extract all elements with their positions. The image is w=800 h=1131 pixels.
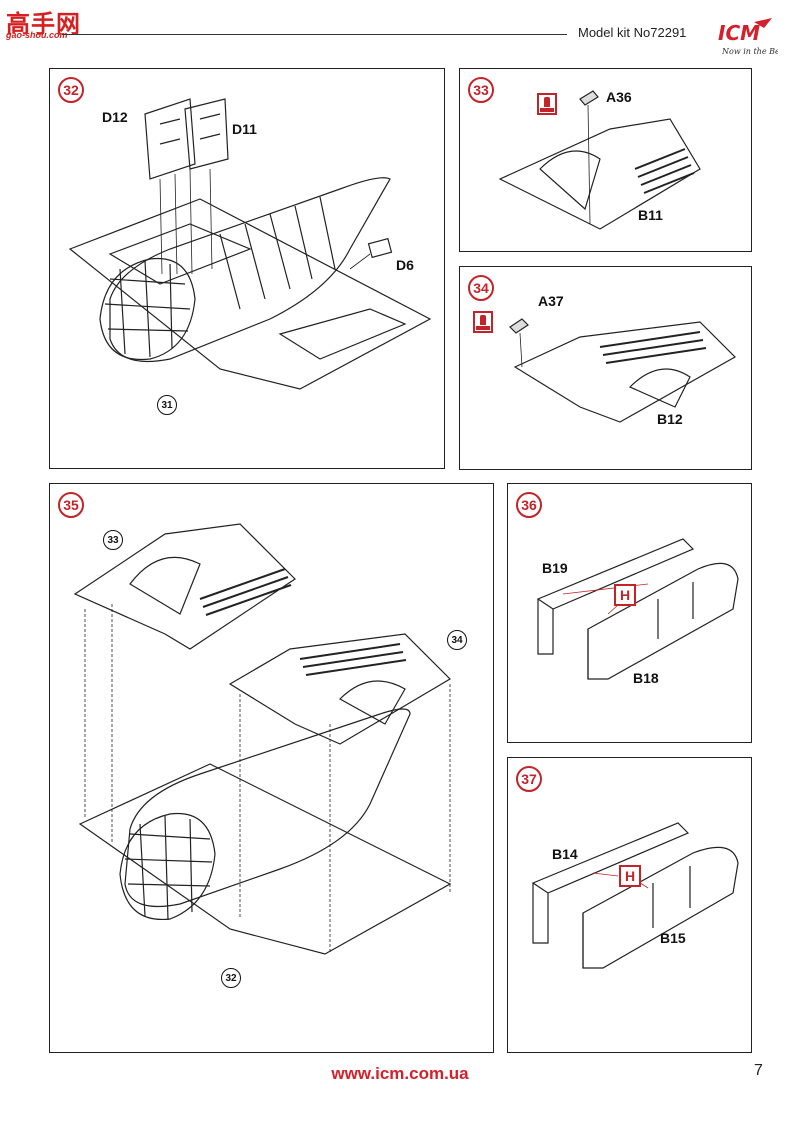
part-label-d6: D6 — [396, 257, 414, 273]
part-label-b14: B14 — [552, 846, 578, 862]
watermark-subtext: gao-shou.com — [6, 30, 68, 40]
star-icon — [754, 18, 772, 28]
brand-text: ICM — [718, 21, 760, 45]
step-ref-34: 34 — [447, 630, 467, 650]
part-label-b15: B15 — [660, 930, 686, 946]
page-number: 7 — [754, 1062, 763, 1079]
step-37-panel: 37 B14 B15 H — [507, 757, 752, 1053]
part-label-b19: B19 — [542, 560, 568, 576]
step-number: 33 — [468, 77, 494, 103]
part-label-d11: D11 — [232, 121, 257, 137]
header-title: Model kit No72291 — [578, 25, 687, 40]
step-number: 34 — [468, 275, 494, 301]
watermark: 高手网 — [6, 4, 81, 39]
glue-icon — [537, 93, 557, 115]
step-ref: 31 — [157, 395, 177, 415]
step-number: 32 — [58, 77, 84, 103]
icm-logo: ICM Now in the Best — [714, 16, 788, 58]
part-label-a36: A36 — [606, 89, 632, 105]
brand-slogan: Now in the Best — [721, 47, 778, 56]
fuselage-drawing — [68, 98, 432, 390]
glue-icon — [473, 311, 493, 333]
material-h-badge: H — [619, 865, 641, 887]
watermark-text: 高手网 — [6, 10, 81, 38]
step-36-panel: 36 B19 B18 H — [507, 483, 752, 743]
part-label-a37: A37 — [538, 293, 564, 309]
footer-url[interactable]: www.icm.com.ua — [331, 1064, 469, 1083]
wing-b11-drawing — [498, 90, 701, 230]
step-number: 35 — [58, 492, 84, 518]
assembly-drawing — [73, 523, 452, 955]
step-number: 36 — [516, 492, 542, 518]
part-label-b12: B12 — [657, 411, 683, 427]
material-h-badge: H — [614, 584, 636, 606]
step-35-panel: 35 33 34 32 — [49, 483, 494, 1053]
wing-b12-drawing — [509, 318, 736, 423]
nacelle-b14-b15-drawing — [531, 822, 739, 969]
step-34-panel: 34 A37 B12 — [459, 266, 752, 470]
step-number: 37 — [516, 766, 542, 792]
step-ref-33: 33 — [103, 530, 123, 550]
step-ref-32: 32 — [221, 968, 241, 988]
part-label-d12: D12 — [102, 109, 128, 125]
part-label-b18: B18 — [633, 670, 659, 686]
step-33-panel: 33 A36 B11 — [459, 68, 752, 252]
header-rule — [62, 34, 567, 35]
step-32-panel: 32 D12 D11 D6 31 — [49, 68, 445, 469]
part-label-b11: B11 — [638, 207, 663, 223]
nacelle-b18-b19-drawing — [536, 538, 739, 680]
